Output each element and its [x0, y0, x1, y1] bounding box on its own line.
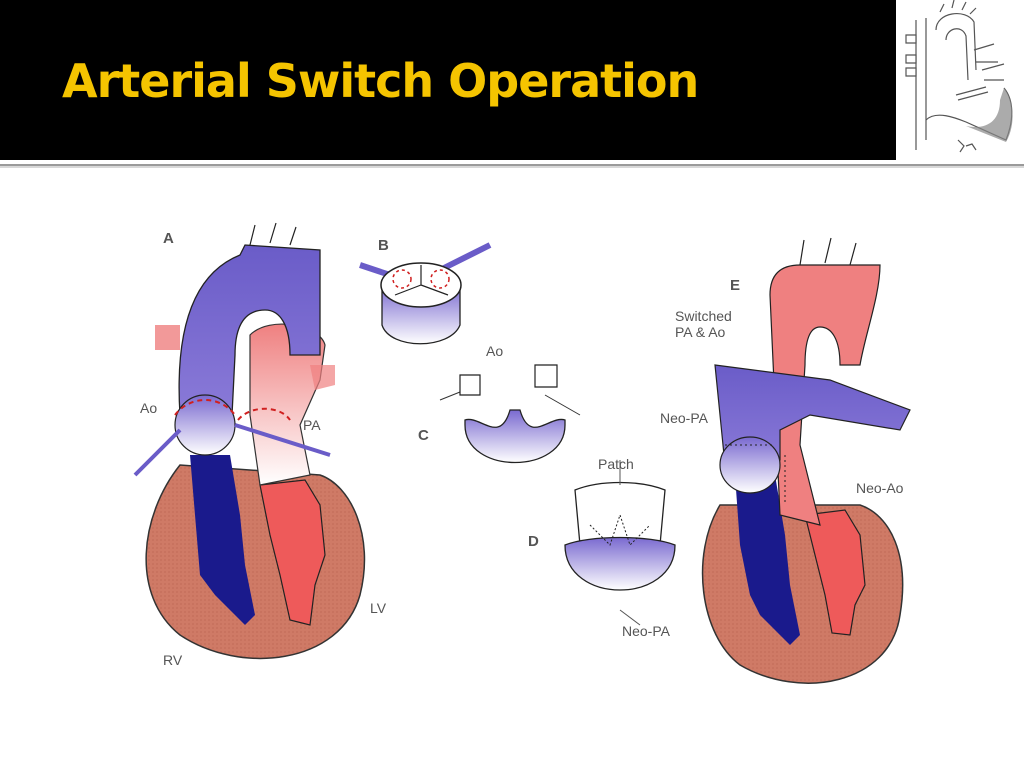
slide-title: Arterial Switch Operation — [62, 54, 699, 108]
arterial-switch-figure: A B C D E Ao PA RV LV Ao Patch Neo-PA Sw… — [120, 215, 920, 715]
label-ao-b: Ao — [486, 343, 504, 359]
panel-letter-e: E — [730, 277, 741, 294]
label-lv: LV — [370, 600, 387, 616]
panel-letter-a: A — [163, 230, 174, 247]
panel-letter-d: D — [528, 533, 539, 550]
heart-thumbnail — [896, 0, 1024, 160]
panel-c-excised-root — [439, 364, 581, 463]
label-neo-ao: Neo-Ao — [856, 480, 904, 496]
panel-e-switched — [701, 237, 911, 684]
surgical-illustration — [133, 222, 911, 684]
panel-a-heart — [133, 222, 366, 660]
label-neo-pa-d: Neo-PA — [622, 623, 670, 639]
heart-line-drawing-icon — [905, 0, 1013, 153]
label-pa-a: PA — [303, 417, 321, 433]
panel-d-neo-pa — [564, 460, 676, 626]
header-divider-shadow — [0, 166, 1024, 168]
panel-letter-c: C — [418, 427, 429, 444]
panel-letter-b: B — [378, 237, 389, 254]
label-neo-pa-e: Neo-PA — [660, 410, 708, 426]
header-divider — [0, 164, 1024, 166]
label-rv: RV — [163, 652, 183, 668]
label-patch: Patch — [598, 456, 634, 472]
label-switched-pa-ao: Switched PA & Ao — [675, 308, 732, 340]
title-bar: Arterial Switch Operation — [0, 0, 896, 160]
label-ao-a: Ao — [140, 400, 158, 416]
panel-b-aortic-root — [359, 242, 492, 345]
